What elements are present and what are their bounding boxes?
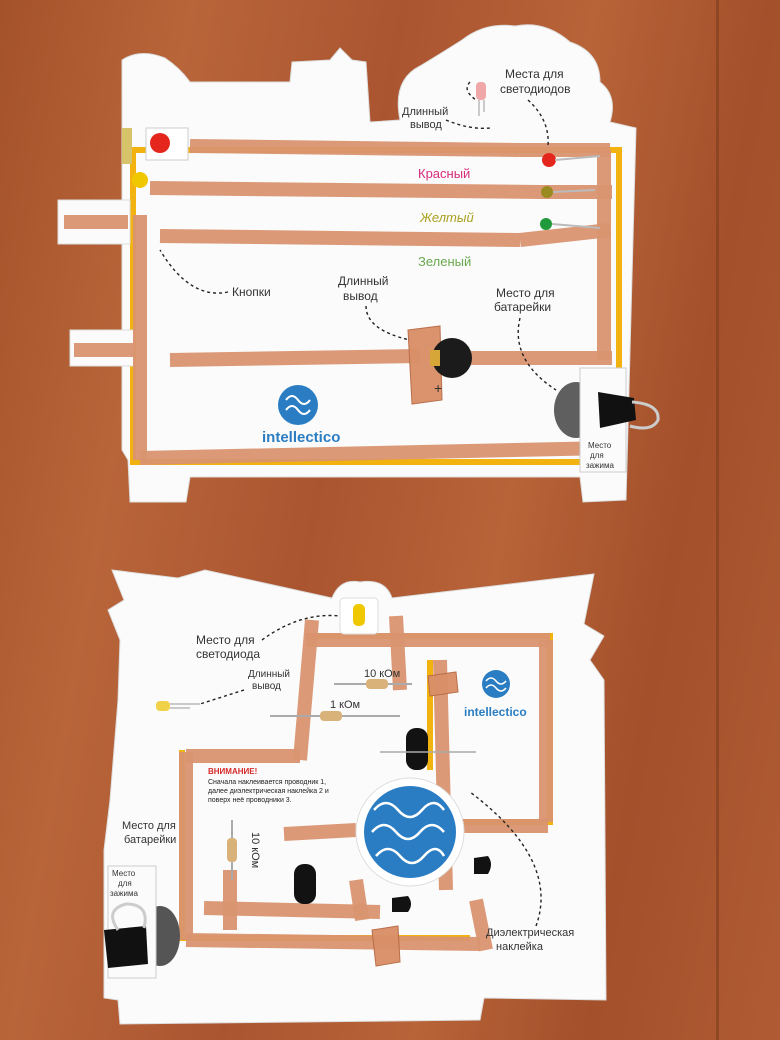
resistor-10k-side (227, 838, 237, 862)
label-battery-place-2: батарейки (494, 300, 551, 314)
wood-panel-seam (716, 0, 719, 1040)
top-logo-swirl (285, 395, 311, 415)
label-clip-place-1: Место (588, 441, 612, 450)
bottom-led-diagram-icon (156, 701, 170, 711)
label-long-lead-top-2: вывод (410, 119, 442, 131)
trace-bottom-line (139, 441, 611, 465)
label-led-places-2: светодиодов (500, 82, 570, 96)
top-corner-mark (122, 128, 132, 164)
top-copper-traces (64, 139, 612, 465)
led-green-lead (551, 223, 601, 229)
bottom-brand-logo-icon (482, 670, 510, 698)
transistor-1 (392, 896, 411, 912)
label-yellow: Желтый (419, 210, 474, 225)
label-dielectric-1: Диэлектрическая (486, 927, 574, 939)
buzzer (432, 338, 472, 378)
bottom-copper-traces (179, 615, 553, 967)
btrace-diag-2 (389, 615, 407, 691)
label-long-lead-1: Длинный (248, 669, 290, 680)
bottom-led-yellow (353, 604, 365, 626)
label-red: Красный (418, 166, 470, 181)
resistor-10k-top (366, 679, 388, 689)
btrace-diag-1 (293, 619, 319, 761)
label-r1k: 1 кОм (330, 699, 360, 711)
led-yellow (541, 186, 553, 198)
bottom-binder-clip-handle (111, 902, 147, 931)
resistor-1k (320, 711, 342, 721)
label-dielectric-2: наклейка (496, 941, 544, 953)
label-r10k-top: 10 кОм (364, 668, 400, 680)
arrow-led-places-2 (527, 99, 549, 147)
bottom-circuit-card: intellectico ВНИМАНИЕ! Сначала наклеивае… (103, 569, 607, 1025)
top-indicator-red-dot (150, 133, 170, 153)
label-battery-place-bottom-2: батарейки (124, 834, 176, 846)
top-brand-text: intellectico (262, 429, 340, 446)
buzzer-lead (430, 350, 440, 366)
trace-yellow-line (149, 181, 541, 199)
arrow-long-lead (199, 689, 245, 705)
dielectric-sticker (364, 786, 456, 878)
label-long-lead-top-1: Длинный (402, 106, 448, 118)
warning-line-2: далее диэлектрическая наклейка 2 и (208, 787, 329, 795)
arrow-battery-place (517, 317, 557, 391)
arrow-dielectric (469, 791, 542, 927)
led-red-lead (554, 155, 601, 161)
btrace-center (283, 823, 357, 841)
top-brand-logo-icon (278, 385, 318, 425)
btrace-bottom (185, 933, 481, 951)
top-indicator-yellow-dot (132, 172, 148, 188)
btrace-patch-2 (371, 925, 401, 967)
label-r10k-side: 10 кОм (249, 832, 261, 868)
arrow-led-place (261, 614, 341, 641)
label-clip-place-2: для (590, 451, 604, 460)
label-clip-place-bottom-1: Место (112, 869, 136, 878)
label-green: Зеленый (418, 254, 471, 269)
label-battery-place-bottom-1: Место для (122, 820, 176, 832)
bottom-brand-text: intellectico (464, 705, 527, 719)
warning-line-1: Сначала наклеивается проводник 1, (208, 779, 326, 786)
label-clip-place-3: зажима (586, 461, 614, 470)
warning-line-3: поверх неё проводники 3. (208, 797, 292, 804)
label-buttons: Кнопки (232, 285, 271, 299)
arrow-long-lead-top (445, 119, 491, 130)
led-diagram-icon (476, 82, 486, 100)
arrow-long-lead-mid (365, 305, 411, 341)
top-circuit-card: intellectico Места для светодиодов Длинн… (57, 24, 660, 503)
label-long-lead-mid-1: Длинный (338, 274, 388, 288)
binder-clip-handle (629, 400, 660, 430)
bottom-binder-clip (104, 926, 148, 968)
btrace-patch-1 (427, 671, 459, 697)
trace-red-line (189, 139, 521, 157)
label-clip-place-bottom-2: для (118, 879, 132, 888)
arrow-led-places (466, 81, 477, 101)
warning-title: ВНИМАНИЕ! (208, 767, 257, 776)
binder-clip (598, 392, 636, 428)
trace-green-right (519, 223, 611, 247)
capacitor-1 (406, 728, 428, 770)
label-led-place-1: Место для (196, 633, 255, 647)
btrace-right-lower (469, 898, 493, 952)
label-clip-place-bottom-3: зажима (110, 889, 138, 898)
trace-green-line (159, 229, 521, 247)
top-leds (476, 82, 601, 230)
led-red (542, 153, 556, 167)
arrow-buttons (159, 249, 229, 294)
label-battery-place-1: Место для (496, 286, 555, 300)
bottom-logo-swirl (485, 677, 507, 692)
label-plus: + (434, 380, 442, 396)
btrace-small-1 (349, 878, 369, 922)
label-led-places-1: Места для (505, 67, 564, 81)
label-led-place-2: светодиода (196, 647, 260, 661)
transistor-2 (474, 856, 491, 874)
led-yellow-lead (552, 189, 596, 193)
led-green (540, 218, 552, 230)
capacitor-2 (294, 864, 316, 904)
label-long-lead-mid-2: вывод (343, 289, 378, 303)
dielectric-sticker-pattern (371, 801, 446, 865)
trace-button-line (169, 349, 421, 367)
label-long-lead-2: вывод (252, 681, 281, 692)
trace-diagonal-patch (407, 325, 443, 405)
